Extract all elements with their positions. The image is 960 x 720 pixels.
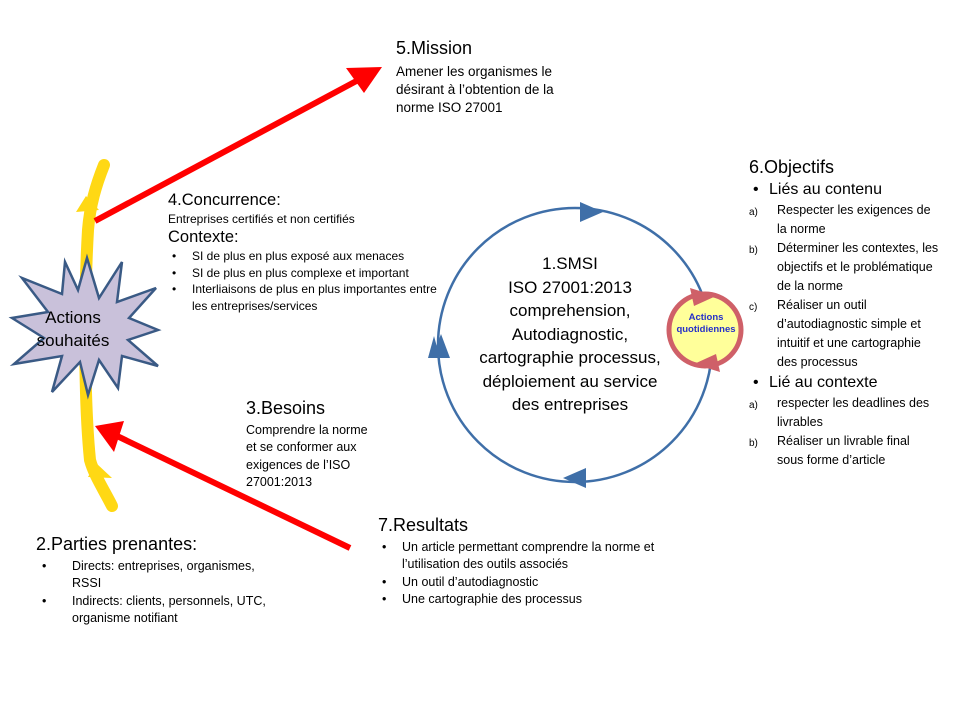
actions-souhaites-star [8, 253, 162, 400]
smsi-center-label: 1.SMSI ISO 27001:2013 comprehension, Aut… [460, 252, 680, 417]
cycle-arrow-top [580, 202, 603, 222]
ring-arrow-top [690, 288, 716, 306]
item-text: Respecter les exigences de la norme [777, 202, 931, 236]
item-text: Réaliser un outil d’autodiagnostic simpl… [777, 297, 921, 369]
objectifs-group-label: Liés au contenu [749, 179, 939, 201]
center-line: Autodiagnostic, [511, 324, 629, 344]
objectif-item: b) Déterminer les contextes, les objectif… [749, 239, 939, 296]
concurrence-title: 4.Concurrence: [168, 191, 281, 209]
besoins-block: 3.Besoins Comprendre la norme et se conf… [246, 398, 416, 492]
objectif-item: c) Réaliser un outil d’autodiagnostic sim… [749, 296, 939, 372]
daily-actions-ring [666, 288, 744, 372]
mission-line: désirant à l’obtention de la [396, 81, 554, 97]
daily-line: Actions [688, 312, 724, 323]
center-line: ISO 27001:2013 [508, 277, 632, 297]
objectifs-title: 6.Objectifs [749, 157, 835, 177]
resultats-block: 7.Resultats Un article permettant compre… [378, 515, 698, 609]
mission-line: norme ISO 27001 [396, 99, 503, 115]
item-text: respecter les deadlines des livrables [777, 395, 930, 429]
yellow-arrow-barb-top [76, 196, 99, 212]
parties-block: 2.Parties prenantes: Directs: entreprise… [36, 534, 276, 628]
resultats-bullet: Un article permettant comprendre la norm… [378, 539, 698, 574]
red-arrow-to-mission [93, 67, 382, 224]
mission-title: 5.Mission [396, 38, 473, 58]
cycle-arrow-bottom [563, 468, 586, 488]
center-line: cartographie processus, [479, 348, 661, 367]
ring-arrow-bottom [694, 354, 720, 372]
besoins-line: 27001:2013 [246, 475, 313, 490]
concurrence-subtitle: Entreprises certifiés et non certifiés [168, 211, 355, 226]
center-line: des entreprises [511, 395, 629, 414]
daily-line: quotidiennes [676, 324, 736, 335]
context-bullet: SI de plus en plus complexe et important [168, 265, 448, 282]
mission-block: 5.Mission Amener les organismes le désir… [396, 38, 596, 117]
center-line: 1.SMSI [542, 254, 598, 273]
actions-souhaites-label: Actions souhaités [18, 306, 128, 352]
besoins-title: 3.Besoins [246, 398, 326, 418]
parties-title: 2.Parties prenantes: [36, 534, 198, 554]
context-title: Contexte: [168, 228, 239, 247]
daily-actions-label: Actions quotidiennes [666, 312, 746, 336]
red-arrow-to-actions [95, 421, 352, 551]
besoins-line: et se conformer aux [246, 440, 357, 455]
center-line: comprehension, [509, 301, 631, 320]
objectifs-block: 6.Objectifs Liés au contenu a) Respecter … [749, 157, 939, 470]
item-marker: b) [749, 437, 758, 449]
objectif-item: a) Respecter les exigences de la norme [749, 201, 939, 239]
item-marker: c) [749, 301, 758, 313]
objectifs-group-label: Lié au contexte [749, 372, 939, 394]
item-marker: b) [749, 244, 758, 256]
resultats-title: 7.Resultats [378, 515, 469, 535]
objectif-item: a) respecter les deadlines des livrables [749, 394, 939, 432]
center-line: déploiement au service [482, 371, 658, 391]
besoins-line: exigences de l’ISO [246, 457, 351, 472]
parties-bullet: Directs: entreprises, organismes, RSSI [36, 558, 276, 593]
resultats-bullet: Une cartographie des processus [378, 591, 698, 609]
context-bullet: SI de plus en plus exposé aux menaces [168, 248, 448, 265]
item-text: Réaliser un livrable final sous forme d’… [777, 433, 910, 467]
context-bullet: Interliaisons de plus en plus importante… [168, 281, 448, 314]
besoins-line: Comprendre la norme [246, 422, 368, 437]
resultats-bullet: Un outil d’autodiagnostic [378, 574, 698, 592]
parties-bullet: Indirects: clients, personnels, UTC, org… [36, 593, 276, 628]
mission-line: Amener les organismes le [396, 63, 553, 79]
objectif-item: b) Réaliser un livrable final sous forme … [749, 432, 939, 470]
star-line: Actions [45, 308, 101, 327]
item-text: Déterminer les contextes, les objectifs … [777, 240, 939, 293]
item-marker: a) [749, 206, 758, 218]
star-line: souhaités [36, 331, 110, 350]
item-marker: a) [749, 399, 758, 411]
concurrence-block: 4.Concurrence: Entreprises certifiés et … [168, 191, 448, 314]
yellow-arrow-barb-bottom [88, 463, 112, 478]
